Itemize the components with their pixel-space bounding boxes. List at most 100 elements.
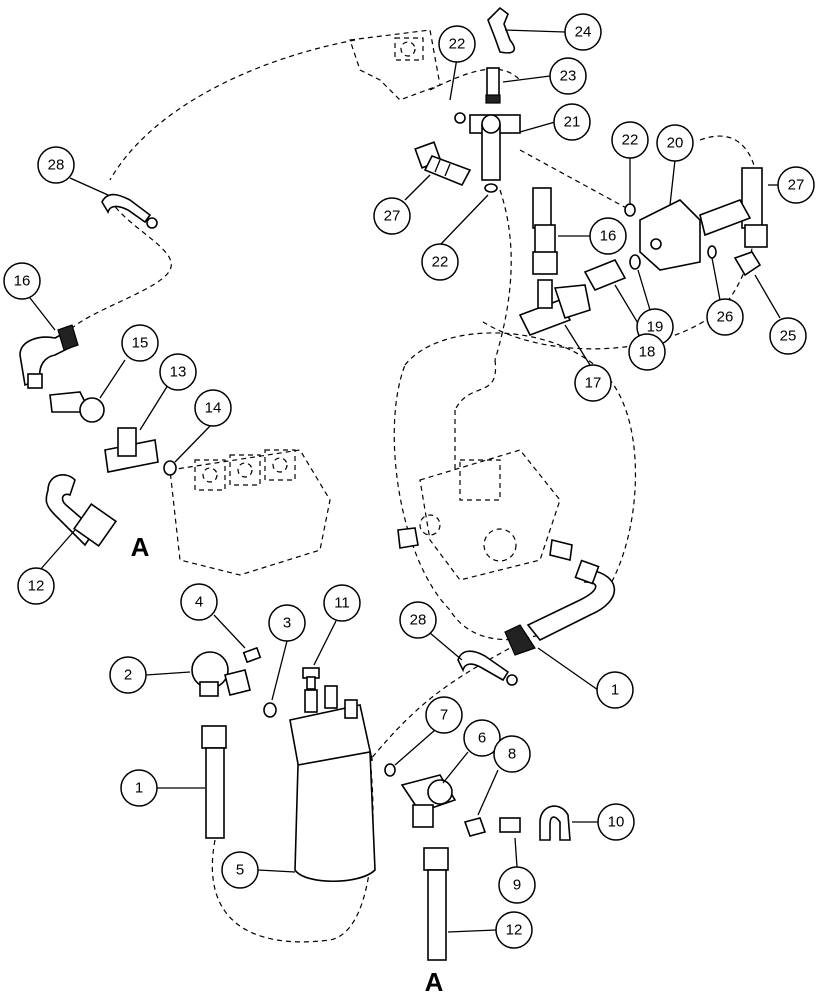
fitting-right-block <box>699 199 752 237</box>
fitting-23 <box>485 67 501 104</box>
svg-text:21: 21 <box>564 114 581 131</box>
callout-5: 5 <box>221 851 259 889</box>
svg-text:12: 12 <box>506 922 523 939</box>
section-label-a-lower: A <box>425 967 444 997</box>
svg-text:16: 16 <box>600 228 617 245</box>
callout-2: 2 <box>109 656 147 694</box>
svg-text:22: 22 <box>449 36 466 53</box>
oring-19 <box>629 254 641 270</box>
svg-text:16: 16 <box>14 273 31 290</box>
svg-text:27: 27 <box>384 208 401 225</box>
callout-20: 20 <box>656 124 694 162</box>
callout-8: 8 <box>493 735 531 773</box>
oring-14 <box>163 460 177 476</box>
callout-24: 24 <box>564 13 602 51</box>
svg-text:1: 1 <box>611 682 619 699</box>
callout-6: 6 <box>463 719 501 757</box>
elbow-16-left <box>19 324 79 389</box>
callout-12-upper: 12 <box>17 567 55 605</box>
fitting-18 <box>583 258 627 292</box>
callout-4: 4 <box>180 583 218 621</box>
callout-22-right: 22 <box>611 121 649 159</box>
oring-7 <box>384 763 396 777</box>
valve-block-20 <box>639 199 701 271</box>
callout-22-lower: 22 <box>421 243 459 281</box>
callout-14: 14 <box>194 389 232 427</box>
svg-text:22: 22 <box>622 132 639 149</box>
callout-23: 23 <box>549 57 587 95</box>
svg-text:17: 17 <box>585 375 602 392</box>
spring-4 <box>242 646 262 664</box>
oring-26 <box>707 245 717 259</box>
leader-lines <box>29 29 781 933</box>
callout-9: 9 <box>498 866 536 904</box>
upper-valve-block <box>349 29 441 101</box>
callout-7: 7 <box>425 696 463 734</box>
connector-9 <box>499 817 521 833</box>
oring-22-right <box>624 203 636 217</box>
fitting-16-upper <box>532 187 558 275</box>
callout-16-left: 16 <box>3 262 41 300</box>
oring-22-lower <box>484 183 498 193</box>
callout-3: 3 <box>268 604 306 642</box>
callout-28-lower: 28 <box>399 601 437 639</box>
bolt-11 <box>302 667 320 690</box>
svg-text:20: 20 <box>667 135 684 152</box>
sensor-6 <box>400 774 457 828</box>
hose-1-lower <box>201 725 227 839</box>
svg-text:28: 28 <box>410 612 427 629</box>
svg-text:23: 23 <box>560 68 577 85</box>
callout-22-top: 22 <box>438 25 476 63</box>
elbow-12-upper <box>45 474 118 548</box>
svg-text:26: 26 <box>717 309 734 326</box>
oring-3 <box>263 702 277 718</box>
callout-26: 26 <box>706 298 744 336</box>
fitting-15 <box>49 391 105 423</box>
svg-text:4: 4 <box>195 594 203 611</box>
callout-21: 21 <box>553 103 591 141</box>
svg-text:9: 9 <box>513 877 521 894</box>
svg-text:25: 25 <box>780 328 797 345</box>
svg-text:28: 28 <box>48 157 65 174</box>
svg-text:8: 8 <box>508 746 516 763</box>
upper-hose-1 <box>504 559 616 656</box>
callout-1-right: 1 <box>596 671 634 709</box>
tee-fitting-21 <box>454 112 521 181</box>
callout-10: 10 <box>597 803 635 841</box>
svg-text:11: 11 <box>334 595 350 612</box>
callout-27-right: 27 <box>777 166 815 204</box>
callout-12-lower: 12 <box>495 911 533 949</box>
elbow-2 <box>191 651 251 697</box>
svg-text:18: 18 <box>639 344 656 361</box>
connector-8 <box>463 817 487 837</box>
hose-12-lower <box>423 847 449 961</box>
svg-text:27: 27 <box>788 177 805 194</box>
callout-15: 15 <box>121 324 159 362</box>
section-label-a-upper: A <box>131 532 150 562</box>
callout-13: 13 <box>159 353 197 391</box>
svg-text:13: 13 <box>170 364 187 381</box>
clip-10 <box>539 805 571 841</box>
svg-text:22: 22 <box>432 254 449 271</box>
svg-text:10: 10 <box>608 814 625 831</box>
fitting-27-left <box>414 141 472 187</box>
clamp-lower <box>457 650 518 686</box>
control-valve-body <box>169 449 331 576</box>
fitting-24 <box>487 6 516 54</box>
oil-filter <box>289 685 376 883</box>
callout-18: 18 <box>628 333 666 371</box>
svg-text:6: 6 <box>478 730 486 747</box>
callout-27-left: 27 <box>373 197 411 235</box>
svg-text:12: 12 <box>28 578 45 595</box>
callout-11: 11 <box>323 584 361 622</box>
callout-25: 25 <box>769 317 807 355</box>
tee-fitting-13 <box>104 427 159 473</box>
svg-text:3: 3 <box>283 615 291 632</box>
fitting-27-right <box>741 167 768 248</box>
callout-16-upper: 16 <box>589 217 627 255</box>
svg-text:5: 5 <box>236 862 244 879</box>
svg-text:14: 14 <box>205 400 222 417</box>
tee-fitting-17 <box>518 279 591 337</box>
transmission-housing <box>393 332 637 641</box>
